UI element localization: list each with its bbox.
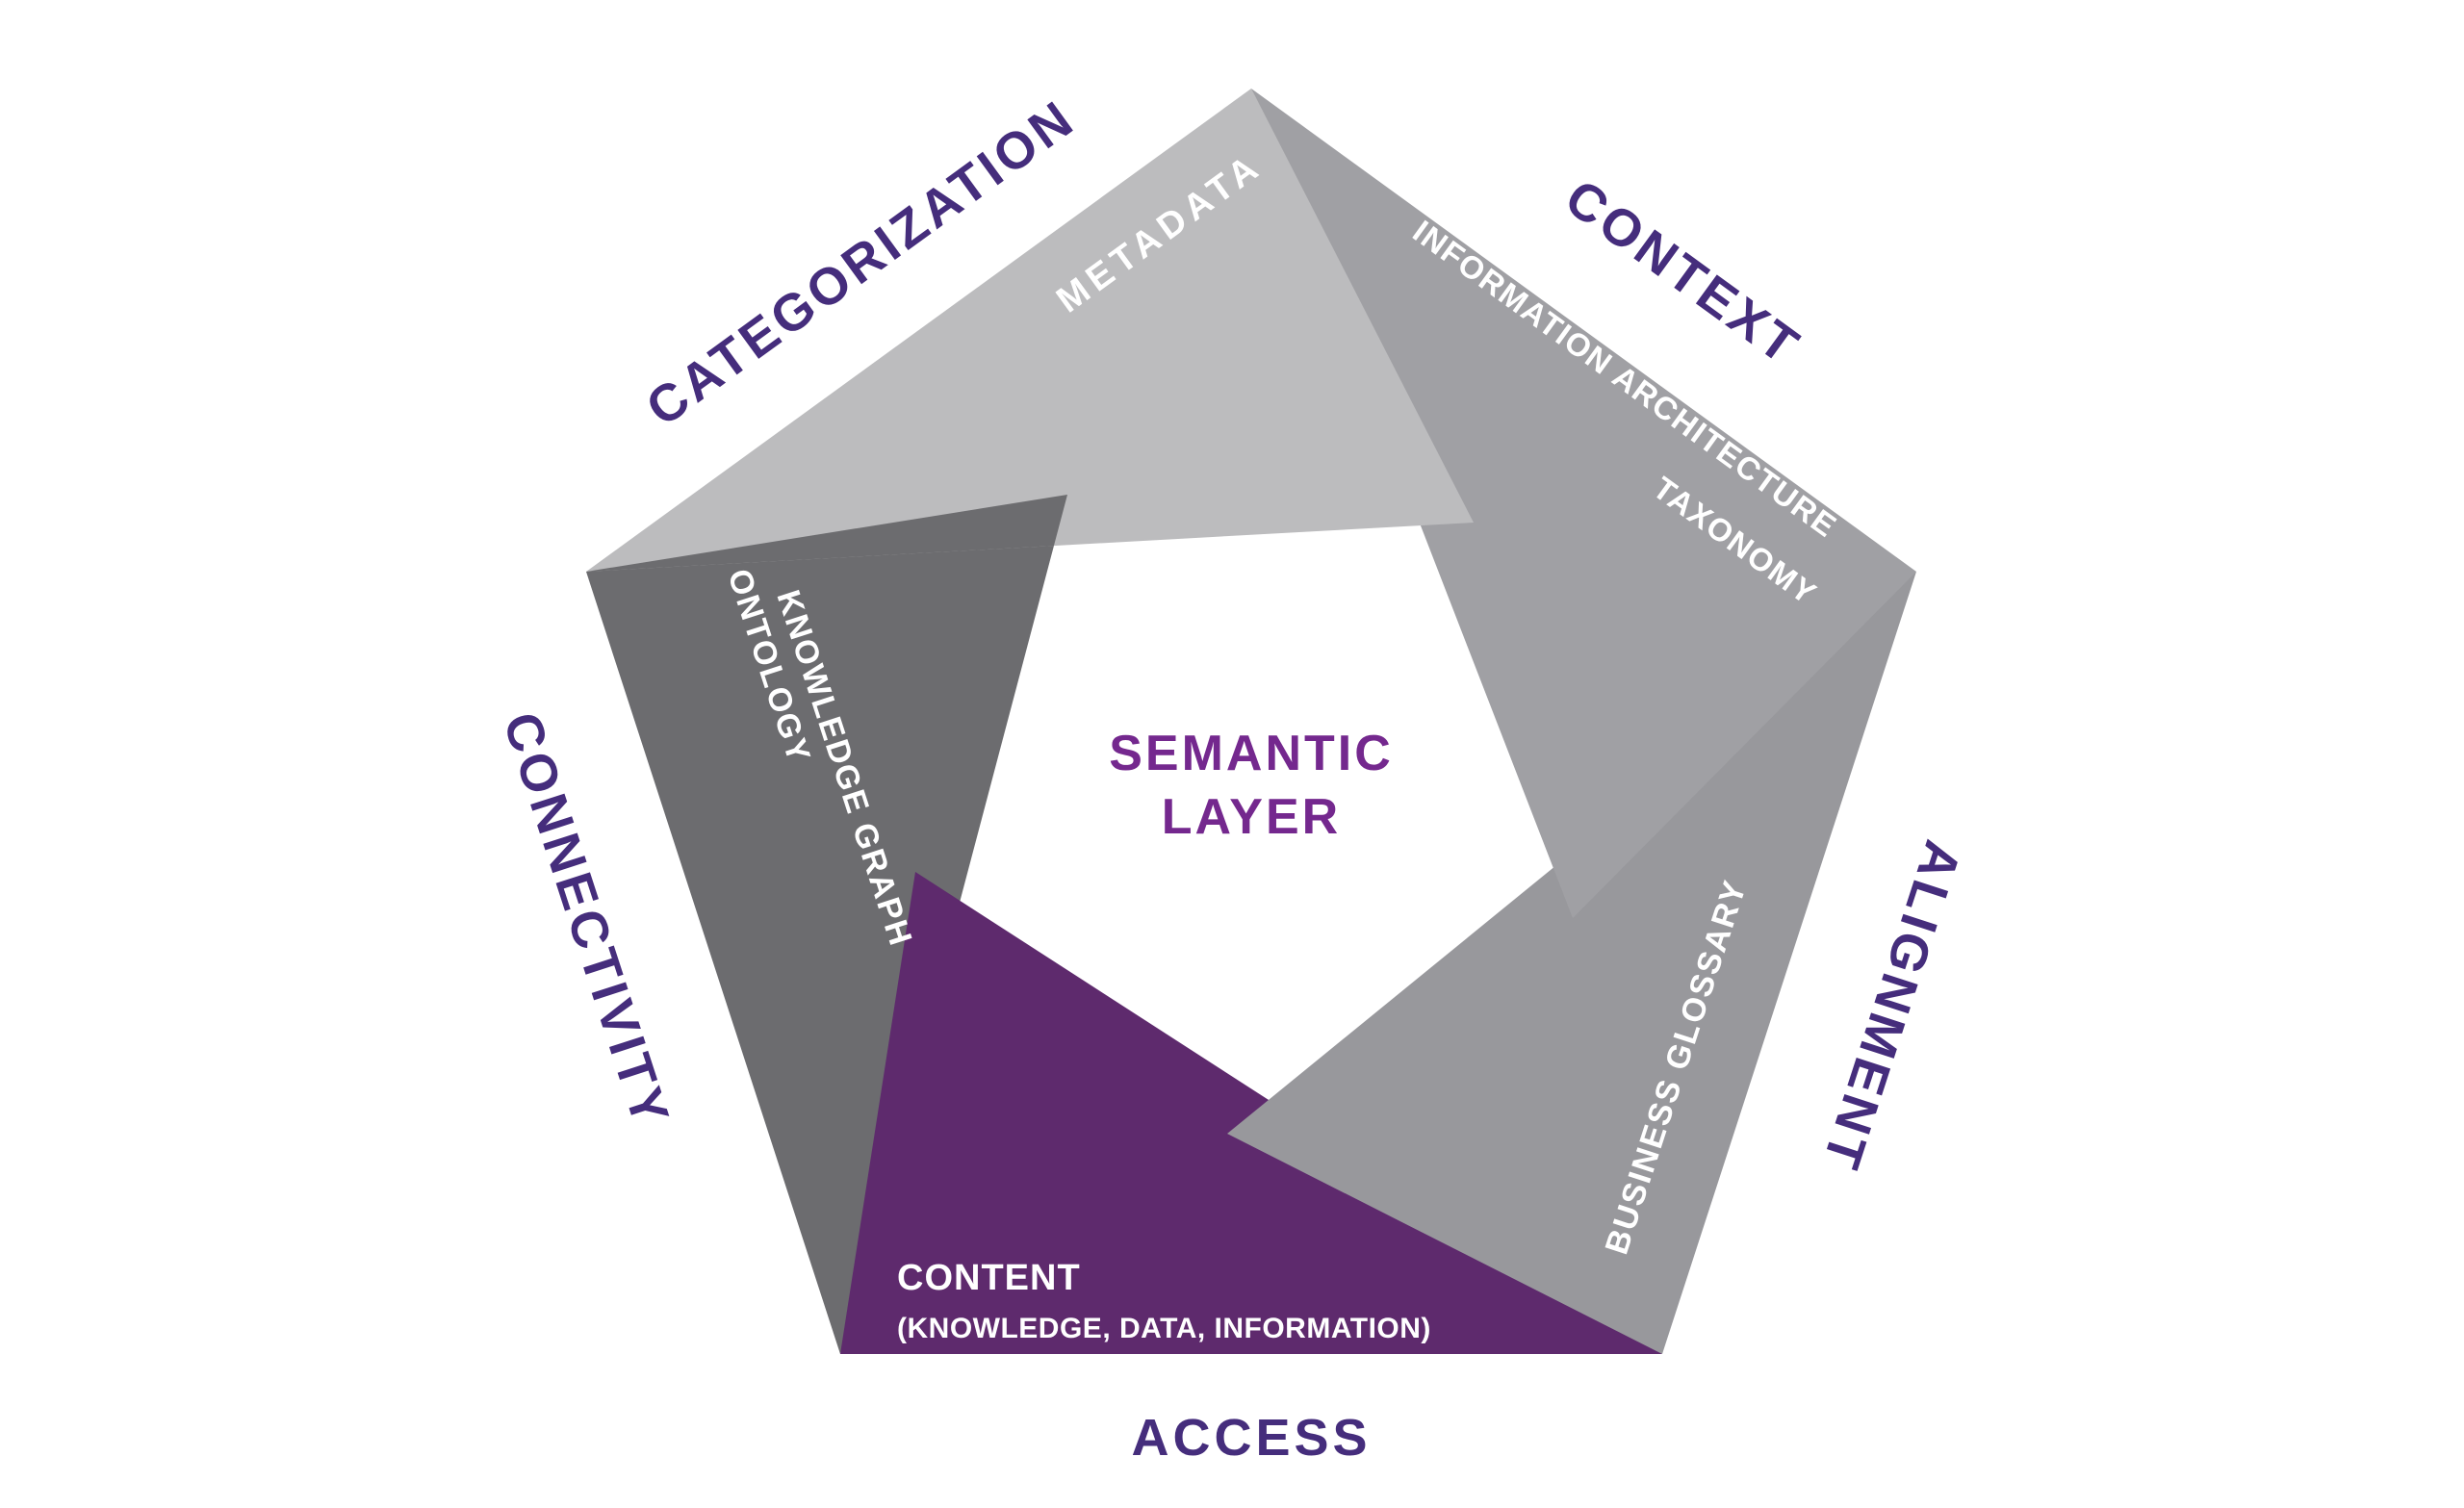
context-triangle xyxy=(1251,89,1916,918)
alignment-label: ALIGNMENT xyxy=(1810,834,1971,1179)
content-label: CONTENT xyxy=(897,1258,1081,1298)
alignment-triangle xyxy=(1227,572,1916,1354)
access-label: ACCESS xyxy=(1131,1409,1371,1467)
connectivity-triangle xyxy=(586,495,1067,1354)
content-sub-label: (KNOWLEDGE, DATA, INFORMATION) xyxy=(897,1313,1431,1344)
center-title-line1: SEMANTIC xyxy=(1109,726,1394,781)
metadata-triangle xyxy=(586,89,1474,572)
center-title-line2: LAYER xyxy=(1162,789,1341,845)
